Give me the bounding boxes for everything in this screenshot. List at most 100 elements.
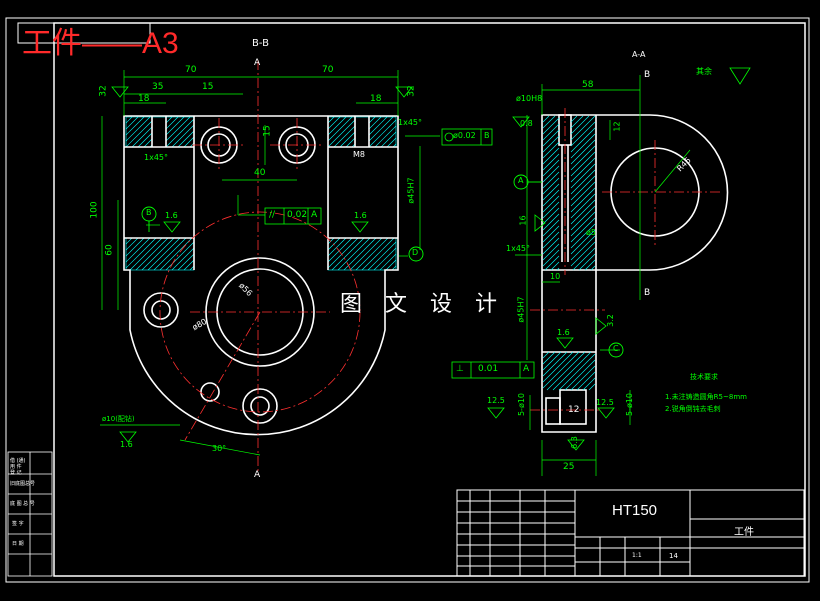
hatch-line [570,127,596,153]
hatch-line [570,241,596,267]
hatch-line [576,371,596,391]
hatch-line [333,125,356,148]
hatch-line [572,247,596,271]
dim-58: 58 [582,80,594,90]
hatch-line [542,135,560,153]
dim-15-top: 15 [202,82,214,92]
hatch-line [550,261,560,271]
rest-roughness: 其余 [696,67,712,76]
cut-b-top: B [644,70,651,80]
hatch-line [570,115,578,123]
hatch-line [542,207,560,225]
hatch-line [141,237,175,271]
front-roughness-marks [111,86,413,443]
hatch-line [125,237,145,257]
hatch-line [327,237,341,251]
hatch-line [542,351,568,377]
hatch-line [542,351,550,359]
hatch-line [327,116,353,142]
chamfer-left: 1x45° [144,153,169,162]
drawing-frame [53,22,806,577]
hatch-line [542,213,560,231]
hatch-line [570,115,584,129]
chamfer-right: 1x45° [398,118,423,127]
datum-d: D [412,248,419,257]
datum-b-front: B [146,208,152,217]
hatch-line [570,211,596,237]
hatch-line [570,157,596,183]
hatch-line [368,116,382,130]
notes-heading: 技术要求 [690,373,718,381]
hatch-line [542,249,560,267]
hatch-line [125,120,153,148]
left-registration-strip [7,451,53,577]
chamfer-side: 1x45° [506,244,531,253]
hatch-line [570,115,596,141]
hatch-line [143,138,153,148]
hatch-line [542,351,556,365]
hatch-line [570,223,596,249]
hatch-line [327,116,347,136]
hatch-line [570,199,596,225]
dim-35: 35 [152,82,164,92]
hatch-line [374,125,397,148]
hatch-line [171,247,195,271]
position-ref: B [484,131,490,140]
rough-16-bottom: 1.6 [120,440,133,449]
dia-5: ø5 [586,228,596,237]
hatch-line [542,177,560,195]
hatch-line [558,353,596,391]
strip-row-3: 底 图 总 号 [10,501,35,507]
hatch-line [542,351,562,371]
hatch-line [564,359,596,391]
rough-32-right: 32 [406,85,417,97]
parallel-symbol: // [269,210,276,220]
hatch-line [171,124,195,148]
hatch-line [570,139,596,165]
hatch-line [542,115,550,123]
hatch-line [570,205,596,231]
hatch-line [542,141,560,159]
hatch-line [153,237,187,271]
dim-16-side: 16 [518,215,528,226]
hatch-line [159,237,193,271]
dim-70-left: 70 [185,65,197,75]
hatch-line [135,237,169,271]
hatch-line [570,121,596,147]
side-datum-markers [513,174,624,358]
hatch-line [542,189,560,207]
hatch-line [380,131,397,148]
hatch-line [339,131,356,148]
hatch-line [165,116,179,130]
hatch-line [570,193,596,219]
side-center-lines [530,108,720,411]
front-datum-markers [141,206,424,262]
hatch-line [584,259,596,271]
hatch-line [570,217,596,243]
rough-32-left: 32 [98,85,109,97]
title-count: 14 [669,552,678,560]
dim-15-vert: 15 [262,125,273,137]
hatch-line [542,201,560,219]
hatch-line [542,351,574,383]
side-hatch [542,115,596,391]
fit-10h8: ø10H8 [516,94,543,103]
rough-125-left: 12.5 [487,396,505,405]
datum-a: A [518,176,524,185]
strip-row-2: 旧底图总号 [10,481,36,487]
hatch-line [542,195,560,213]
hatch-line [355,237,389,271]
strip-row-4: 签 字 [12,521,24,527]
hatch-line [544,255,560,271]
hatch-line [367,241,397,271]
parallel-ref: A [311,210,318,220]
perp-value: 0.01 [478,364,499,374]
hatch-line [361,237,395,271]
dim-70-right: 70 [322,65,334,75]
hatch-line [125,116,151,142]
hatch-line [129,237,163,271]
hatch-line [546,351,586,391]
hatch-line [177,253,195,271]
hatch-line [125,237,133,245]
title-part-name: 工件 [734,527,754,538]
